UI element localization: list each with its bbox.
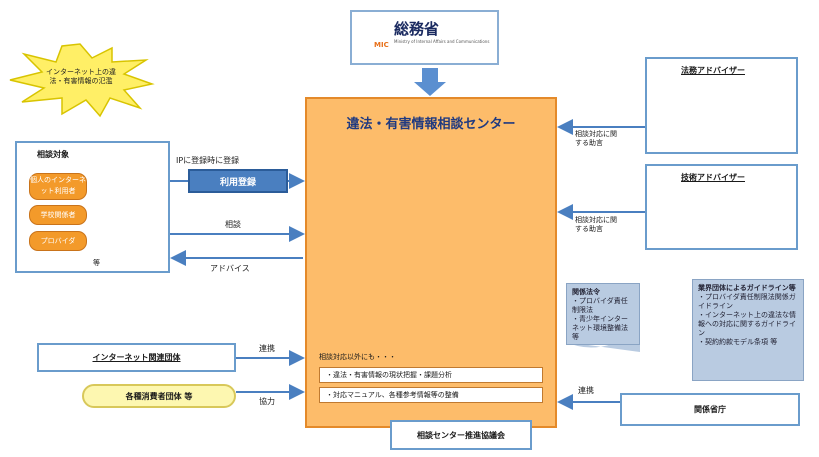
guidelines-note-line: ・プロバイダ責任制限法関係ガイドライン bbox=[698, 293, 796, 310]
burst-text: インターネット上の違法・有害情報の氾濫 bbox=[46, 68, 116, 85]
laws-note-line: ・プロバイダ責任制限法 bbox=[572, 297, 628, 314]
ministry-subtext: Ministry of Internal Affairs and Communi… bbox=[394, 39, 490, 44]
center-bottom-label: 相談対応以外にも・・・ bbox=[319, 353, 396, 361]
legal-adviser-box: 法務アドバイザー bbox=[645, 57, 798, 154]
agencies-box: 関係省庁 bbox=[620, 393, 800, 426]
ministry-name: 総務省 bbox=[394, 20, 440, 38]
agencies-label: 関係省庁 bbox=[694, 405, 726, 414]
consult-box: 相談対象 個人のインターネット利用者 学校関係者 プロバイダ 等 bbox=[15, 141, 170, 273]
center-task: ・違法・有害情報の現状把握・課題分析 bbox=[319, 367, 543, 383]
laws-note: 関係法令 ・プロバイダ責任制限法 ・青少年インターネット環境整備法 等 bbox=[566, 283, 640, 345]
consult-pill: 個人のインターネット利用者 bbox=[29, 173, 87, 200]
consult-pill: プロバイダ bbox=[29, 231, 87, 251]
ministry-box: 総務省 MIC Ministry of Internal Affairs and… bbox=[350, 10, 499, 65]
council-label: 相談センター推進協議会 bbox=[417, 431, 505, 440]
laws-note-line: 等 bbox=[572, 333, 579, 341]
consult-arrow-label: 相談 bbox=[225, 220, 241, 229]
kyoryoku-label: 協力 bbox=[259, 397, 275, 406]
consult-etc: 等 bbox=[93, 259, 100, 267]
guidelines-note-line: ・インターネット上の違法な情報への対応に関するガイドライン bbox=[698, 311, 796, 337]
legal-adviser-title: 法務アドバイザー bbox=[681, 66, 745, 75]
tech-adviser-title: 技術アドバイザー bbox=[681, 173, 745, 182]
tech-arrow-label: 相談対応に関する助言 bbox=[575, 216, 617, 233]
guidelines-note-title: 業界団体によるガイドライン等 bbox=[698, 284, 796, 292]
legal-arrow-label: 相談対応に関する助言 bbox=[575, 130, 617, 147]
internet-org-label: インターネット関連団体 bbox=[92, 353, 181, 362]
consumer-org-label: 各種消費者団体 等 bbox=[125, 392, 193, 401]
consumer-org-box: 各種消費者団体 等 bbox=[82, 384, 236, 408]
laws-note-line: ・青少年インターネット環境整備法 bbox=[572, 315, 628, 332]
burst-shape bbox=[9, 43, 155, 118]
ministry-down-arrow bbox=[414, 68, 446, 96]
laws-note-title: 関係法令 bbox=[572, 288, 600, 296]
council-box: 相談センター推進協議会 bbox=[390, 420, 532, 450]
ministry-abbr: MIC bbox=[374, 41, 389, 49]
renkei-label-right: 連携 bbox=[578, 386, 594, 395]
internet-org-box: インターネット関連団体 bbox=[37, 343, 236, 372]
guidelines-note-line: ・契約約款モデル条項 等 bbox=[698, 338, 778, 346]
register-button[interactable]: 利用登録 bbox=[188, 169, 288, 193]
consultation-center: 違法・有害情報相談センター 相談対応以外にも・・・ ・違法・有害情報の現状把握・… bbox=[305, 97, 557, 428]
renkei-label-left: 連携 bbox=[259, 344, 275, 353]
advice-arrow-label: アドバイス bbox=[210, 264, 250, 273]
register-top-label: IPに登録時に登録 bbox=[176, 156, 240, 165]
tech-adviser-box: 技術アドバイザー bbox=[645, 164, 798, 250]
consult-title: 相談対象 bbox=[37, 150, 69, 159]
center-title: 違法・有害情報相談センター bbox=[346, 117, 516, 132]
consult-pill: 学校関係者 bbox=[29, 205, 87, 225]
center-task: ・対応マニュアル、各種参考情報等の整備 bbox=[319, 387, 543, 403]
guidelines-note: 業界団体によるガイドライン等 ・プロバイダ責任制限法関係ガイドライン ・インター… bbox=[692, 279, 804, 381]
